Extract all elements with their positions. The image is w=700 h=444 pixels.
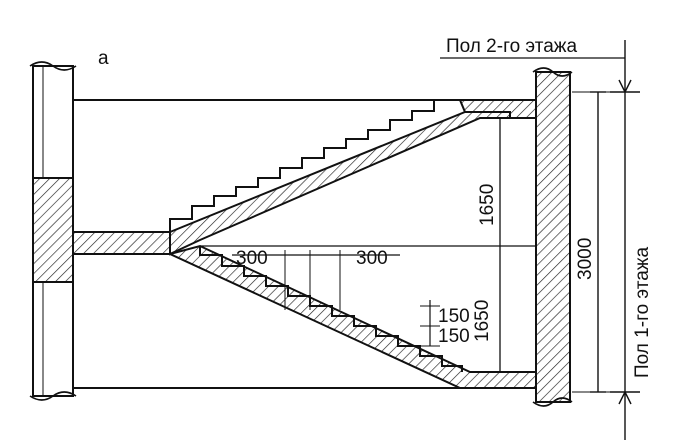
figure-label: а <box>98 48 109 69</box>
top-floor-label: Пол 2-го этажа <box>446 36 577 57</box>
dim-riser-lower: 150 <box>438 326 470 347</box>
dim-total-height: 3000 <box>575 238 596 280</box>
dim-upper-flight-height: 1650 <box>477 184 498 226</box>
landing-slab <box>72 231 171 255</box>
dim-riser-upper: 150 <box>438 306 470 327</box>
dim-tread-right: 300 <box>356 248 388 269</box>
side-floor-label: Пол 1-го этажа <box>632 247 653 378</box>
dim-tread-left: 300 <box>236 248 268 269</box>
right-wall <box>532 67 573 407</box>
left-wall <box>29 61 77 401</box>
dim-lower-flight-height: 1650 <box>472 300 493 342</box>
upper-flight <box>169 99 511 256</box>
